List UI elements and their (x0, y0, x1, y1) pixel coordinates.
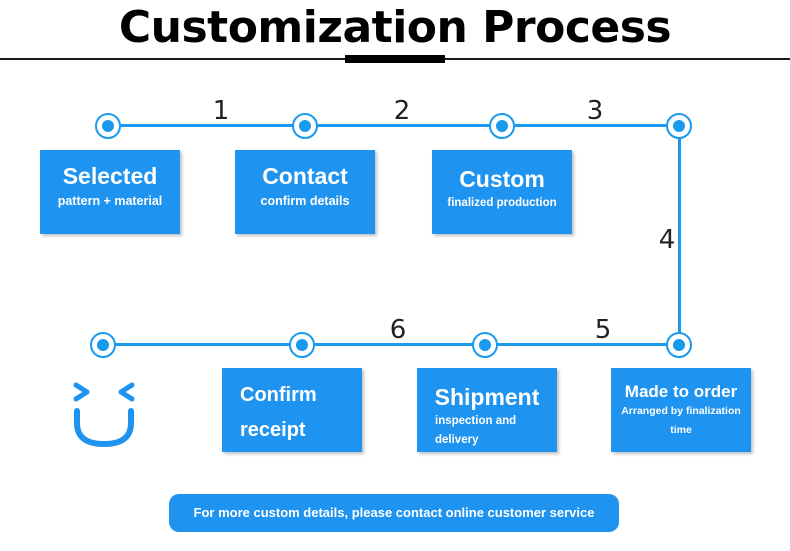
step-box-made-to-order: Made to order Arranged by finalization t… (611, 368, 751, 452)
flow-node-5 (666, 332, 692, 358)
step-title: Selected (62, 163, 158, 189)
title-accent-bar (345, 55, 445, 63)
step-subtitle: pattern + material (57, 193, 163, 208)
step-title: Shipment (434, 384, 540, 410)
step-box-contact: Contact confirm details (235, 150, 375, 234)
smiley-face-icon (73, 382, 135, 448)
step-title: Made to order (624, 382, 738, 401)
flow-line-bottom (103, 343, 680, 346)
step-number-1: 1 (212, 96, 230, 126)
step-title: Custom (459, 166, 545, 192)
flow-node-1 (95, 113, 121, 139)
flow-node-2 (292, 113, 318, 139)
flow-node-7 (289, 332, 315, 358)
step-subtitle: Arranged by finalization time (621, 405, 741, 437)
step-box-confirm-receipt: Confirm receipt (222, 368, 362, 452)
step-number-3: 3 (586, 96, 604, 126)
step-box-selected: Selected pattern + material (40, 150, 180, 234)
step-number-5: 5 (594, 315, 612, 345)
page-title: Customization Process (118, 2, 672, 53)
flow-node-8 (90, 332, 116, 358)
step-subtitle: confirm details (260, 193, 350, 208)
step-subtitle: inspection and delivery (435, 414, 517, 447)
step-title: Contact (262, 163, 348, 189)
flow-node-6 (472, 332, 498, 358)
flow-line-right (678, 125, 681, 345)
step-number-6: 6 (389, 315, 407, 345)
step-number-4: 4 (658, 225, 676, 255)
flow-node-3 (489, 113, 515, 139)
step-title: Confirm receipt (240, 384, 317, 441)
contact-customer-service-banner[interactable]: For more custom details, please contact … (169, 494, 619, 532)
step-number-2: 2 (393, 96, 411, 126)
step-box-custom: Custom finalized production (432, 150, 572, 234)
flow-node-4 (666, 113, 692, 139)
flow-line-top (108, 124, 680, 127)
step-box-shipment: Shipment inspection and delivery (417, 368, 557, 452)
step-subtitle: finalized production (447, 196, 557, 209)
